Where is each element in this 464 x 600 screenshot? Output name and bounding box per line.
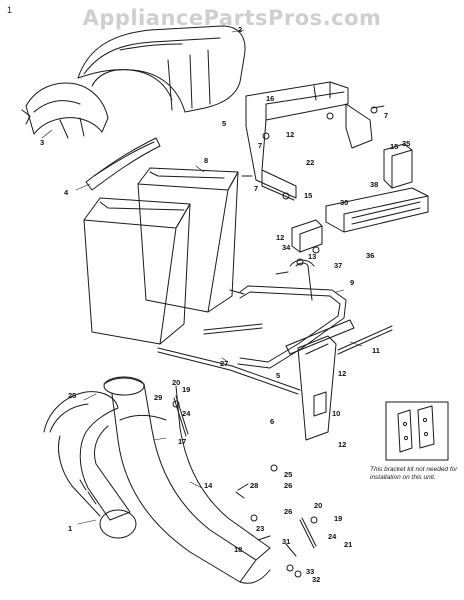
callout-30: 30 bbox=[340, 198, 348, 207]
hardware-set bbox=[172, 105, 385, 578]
callout-16: 16 bbox=[266, 94, 274, 103]
callout-26a: 26 bbox=[284, 481, 292, 490]
callout-1: 1 bbox=[68, 524, 72, 533]
callout-7c: 7 bbox=[254, 184, 258, 193]
callout-3: 3 bbox=[40, 138, 44, 147]
callout-23: 23 bbox=[256, 524, 264, 533]
rod-spring bbox=[203, 323, 263, 335]
leader-lines bbox=[41, 29, 363, 525]
callout-15a: 15 bbox=[304, 191, 312, 200]
callout-35: 35 bbox=[402, 139, 410, 148]
callout-7a: 7 bbox=[258, 141, 262, 150]
callout-25a: 25 bbox=[68, 391, 76, 400]
callout-27: 27 bbox=[220, 359, 228, 368]
callout-7b: 7 bbox=[384, 111, 388, 120]
grass-bag-front bbox=[83, 197, 191, 345]
callout-29: 29 bbox=[154, 393, 162, 402]
long-rod bbox=[157, 347, 301, 395]
callout-13: 13 bbox=[308, 252, 316, 261]
callout-12a: 12 bbox=[286, 130, 294, 139]
callout-9: 9 bbox=[350, 278, 354, 287]
watermark: AppliancePartsPros.com bbox=[82, 6, 382, 30]
callout-18: 18 bbox=[234, 545, 242, 554]
frame-bracket bbox=[245, 81, 373, 201]
callout-2: 2 bbox=[238, 25, 242, 34]
callout-21: 21 bbox=[344, 540, 352, 549]
callout-17: 17 bbox=[178, 437, 186, 446]
callout-33: 33 bbox=[306, 567, 314, 576]
support-frame bbox=[237, 259, 347, 369]
hitch-bracket bbox=[325, 143, 429, 233]
deflector-bar bbox=[85, 137, 161, 191]
callout-36: 36 bbox=[366, 251, 374, 260]
callout-8: 8 bbox=[204, 156, 208, 165]
callout-37: 37 bbox=[334, 261, 342, 270]
callout-15b: 15 bbox=[390, 142, 398, 151]
callout-32: 32 bbox=[312, 575, 320, 584]
callout-20b: 20 bbox=[314, 501, 322, 510]
callout-11: 11 bbox=[372, 346, 380, 355]
callout-12d: 12 bbox=[338, 440, 346, 449]
callout-24a: 24 bbox=[182, 409, 191, 418]
callout-38: 38 bbox=[370, 180, 378, 189]
callout-22: 22 bbox=[306, 158, 314, 167]
callout-26b: 26 bbox=[284, 507, 292, 516]
callout-12c: 12 bbox=[338, 369, 346, 378]
callout-12b: 12 bbox=[276, 233, 284, 242]
callout-20a: 20 bbox=[172, 378, 180, 387]
callout-24b: 24 bbox=[328, 532, 337, 541]
top-cover bbox=[77, 25, 246, 113]
page-mark: 1 bbox=[7, 5, 13, 15]
callout-19a: 19 bbox=[182, 385, 190, 394]
callout-25b: 25 bbox=[284, 470, 292, 479]
callout-5b: 5 bbox=[276, 371, 280, 380]
rod bbox=[337, 325, 393, 355]
callout-5a: 5 bbox=[222, 119, 226, 128]
grass-bag-rear bbox=[137, 167, 239, 313]
chute-elbow bbox=[43, 391, 137, 539]
chute-tube bbox=[103, 376, 271, 584]
callout-28: 28 bbox=[250, 481, 258, 490]
callout-6: 6 bbox=[270, 417, 274, 426]
callout-4: 4 bbox=[64, 188, 69, 197]
callout-34: 34 bbox=[282, 243, 291, 252]
callout-19b: 19 bbox=[334, 514, 342, 523]
inset-note: This bracket kit not needed for installa… bbox=[370, 466, 458, 481]
mount-bracket bbox=[291, 219, 323, 253]
callout-31: 31 bbox=[282, 537, 290, 546]
mount-plate bbox=[285, 319, 355, 441]
inset-box bbox=[385, 401, 449, 461]
callout-10: 10 bbox=[332, 409, 340, 418]
front-flap bbox=[21, 82, 109, 139]
callout-14: 14 bbox=[204, 481, 213, 490]
